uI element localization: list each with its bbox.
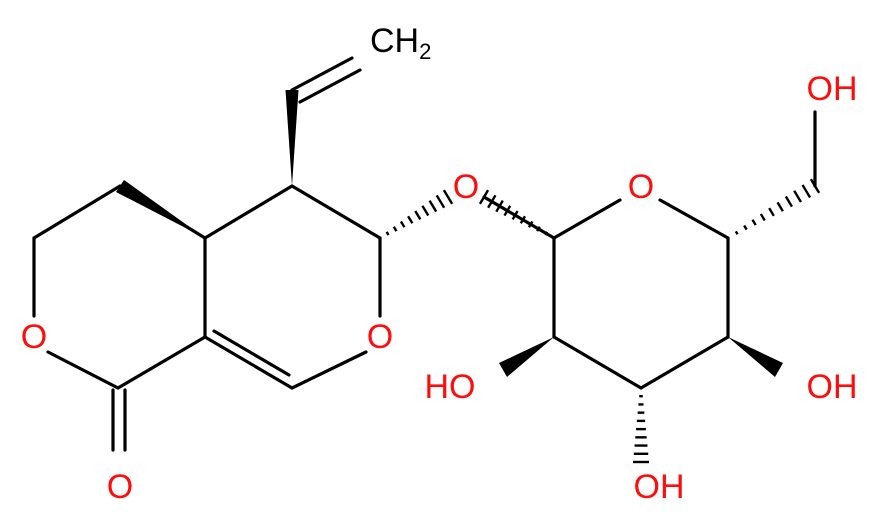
bond-o5p-c5p: [658, 198, 730, 240]
hash-stroke: [385, 231, 390, 236]
atom-o-glycosidic: O: [453, 168, 479, 206]
bond-glyco-o-c1: [482, 195, 556, 240]
atom-oh-ch2: OH: [807, 70, 858, 108]
bond-vinyl-2: [298, 68, 362, 104]
hash-stroke: [442, 189, 454, 205]
hash-stroke: [743, 224, 748, 231]
hash-stroke: [784, 195, 793, 208]
atom-ch2-vinyl: CH2: [370, 22, 431, 64]
bonds: [32, 56, 817, 452]
bond-c1-c4a: [116, 335, 207, 390]
hash-c1p-o: [478, 189, 556, 240]
hash-stroke: [552, 236, 556, 240]
atom-o-pyran: O: [367, 318, 393, 356]
bond-c1p-o5p: [552, 198, 622, 240]
hash-stroke: [527, 220, 534, 228]
wedge-c8a-c4: [116, 180, 205, 238]
hash-stroke: [734, 230, 739, 235]
hash-stroke: [503, 205, 512, 217]
hash-stroke: [793, 190, 803, 203]
atom-o-sugar-ring: O: [628, 168, 654, 206]
hash-stroke: [751, 219, 757, 226]
bond-c5-c4a-double: [212, 329, 291, 377]
bond-vinyl-1: [290, 56, 354, 92]
hash-bonds: [378, 178, 821, 464]
hash-stroke: [428, 199, 438, 213]
atom-oh-c4: OH: [807, 368, 858, 406]
hash-stroke: [421, 205, 430, 217]
hash-stroke: [487, 194, 497, 209]
atom-labels: O O O O O OH HO OH OH CH2: [21, 22, 858, 506]
hash-stroke: [495, 199, 504, 213]
hash-stroke: [809, 178, 821, 194]
hash-stroke: [544, 231, 549, 236]
hash-stroke: [511, 210, 519, 221]
bond-o2-c1: [46, 350, 120, 390]
atom-oh-c3: OH: [634, 468, 685, 506]
wedge-bonds: [116, 90, 783, 377]
bond-c4p-c3p: [639, 335, 730, 390]
bond-c8-c7: [290, 184, 382, 240]
bond-c5-c4a: [203, 335, 294, 390]
hash-c7-o: [378, 189, 454, 240]
bond-c8a-c8: [203, 184, 294, 240]
wedge-c2p-ho: [499, 337, 554, 377]
hash-stroke: [392, 226, 398, 232]
bond-c4-c3: [32, 184, 122, 240]
bond-o6-c5: [290, 350, 368, 390]
atom-o-carbonyl: O: [107, 468, 133, 506]
hash-c5p-ch2: [726, 178, 821, 240]
hash-stroke: [414, 210, 422, 221]
hash-stroke: [768, 207, 775, 217]
hash-stroke: [399, 220, 406, 228]
hash-stroke: [519, 215, 527, 224]
atom-o-lactone-ring: O: [21, 318, 47, 356]
hash-stroke: [801, 184, 812, 199]
wedge-c8-vinyl: [285, 90, 299, 186]
hash-stroke: [378, 236, 382, 240]
hash-stroke: [759, 213, 766, 222]
ch2-main: CH: [370, 22, 419, 60]
bond-c3p-c2p: [552, 335, 643, 390]
hash-stroke: [407, 215, 414, 224]
hash-stroke: [726, 236, 730, 240]
hash-c3p-oh: [633, 386, 649, 464]
hash-stroke: [478, 189, 490, 205]
hash-stroke: [536, 226, 541, 232]
atom-ho-c2: HO: [425, 368, 476, 406]
hash-stroke: [776, 201, 784, 212]
ch2-subscript: 2: [419, 39, 431, 64]
hash-stroke: [435, 194, 446, 209]
wedge-c4p-oh: [728, 337, 783, 377]
